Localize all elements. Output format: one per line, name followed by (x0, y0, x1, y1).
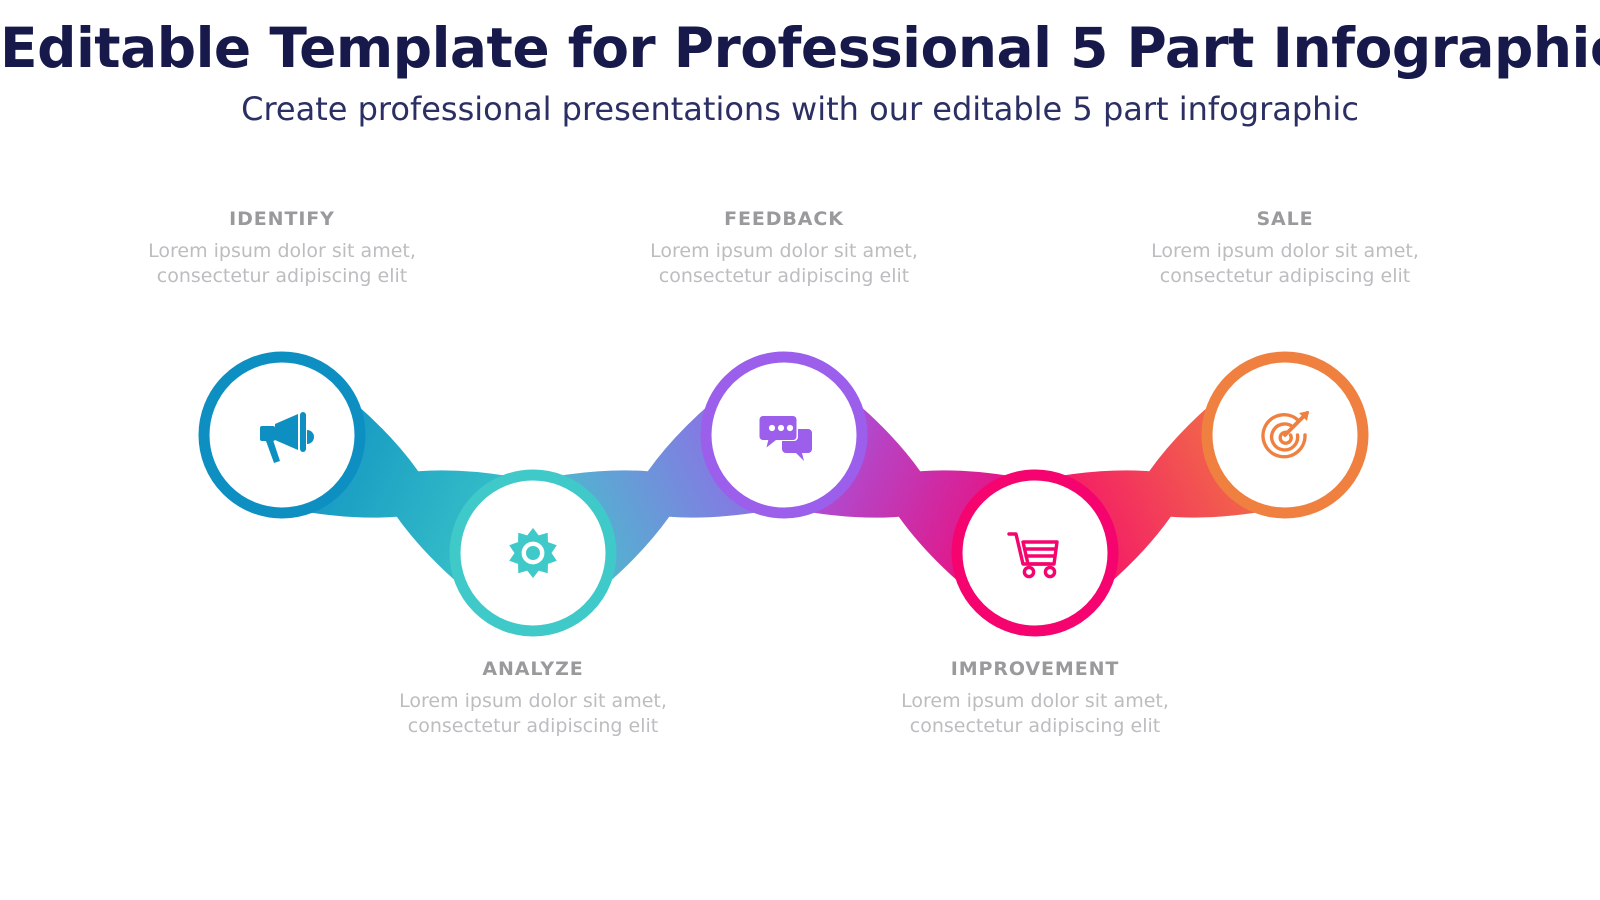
page-header: Editable Template for Professional 5 Par… (0, 0, 1600, 128)
node-label-analyze: ANALYZE (482, 658, 584, 680)
page-title: Editable Template for Professional 5 Par… (0, 16, 1600, 80)
node-circle-identify[interactable] (198, 351, 366, 519)
target-icon (1261, 411, 1309, 459)
circles-layer (198, 351, 1369, 637)
node-text-feedback: FEEDBACK Lorem ipsum dolor sit amet,conse… (624, 208, 944, 289)
node-desc-sale: Lorem ipsum dolor sit amet,consectetur a… (1151, 239, 1419, 288)
node-circle-analyze[interactable] (449, 469, 617, 637)
node-label-identify: IDENTIFY (229, 208, 335, 230)
node-circle-improvement[interactable] (951, 469, 1119, 637)
node-ring-improvement (951, 469, 1119, 637)
shopping-cart-icon (1007, 532, 1059, 579)
megaphone-icon (260, 412, 314, 463)
node-ring-feedback (700, 351, 868, 519)
node-circle-feedback[interactable] (700, 351, 868, 519)
node-label-sale: SALE (1256, 208, 1314, 230)
node-label-feedback: FEEDBACK (724, 208, 844, 230)
node-disc-improvement (957, 475, 1113, 631)
node-ring-analyze (449, 469, 617, 637)
node-desc-analyze: Lorem ipsum dolor sit amet,consectetur a… (399, 689, 667, 738)
node-text-identify: IDENTIFY Lorem ipsum dolor sit amet,conse… (122, 208, 442, 289)
node-text-sale: SALE Lorem ipsum dolor sit amet,consectet… (1125, 208, 1445, 289)
node-ring-sale (1201, 351, 1369, 519)
node-ring-identify (198, 351, 366, 519)
node-label-improvement: IMPROVEMENT (950, 658, 1120, 680)
node-desc-identify: Lorem ipsum dolor sit amet,consectetur a… (148, 239, 416, 288)
node-desc-feedback: Lorem ipsum dolor sit amet,consectetur a… (650, 239, 918, 288)
node-circle-sale[interactable] (1201, 351, 1369, 519)
page-subtitle: Create professional presentations with o… (241, 89, 1359, 128)
chat-bubbles-icon (758, 415, 812, 461)
node-text-improvement: IMPROVEMENT Lorem ipsum dolor sit amet,co… (875, 658, 1195, 739)
node-desc-improvement: Lorem ipsum dolor sit amet,consectetur a… (901, 689, 1169, 738)
node-text-analyze: ANALYZE Lorem ipsum dolor sit amet,consec… (373, 658, 693, 739)
gear-icon (509, 528, 557, 578)
